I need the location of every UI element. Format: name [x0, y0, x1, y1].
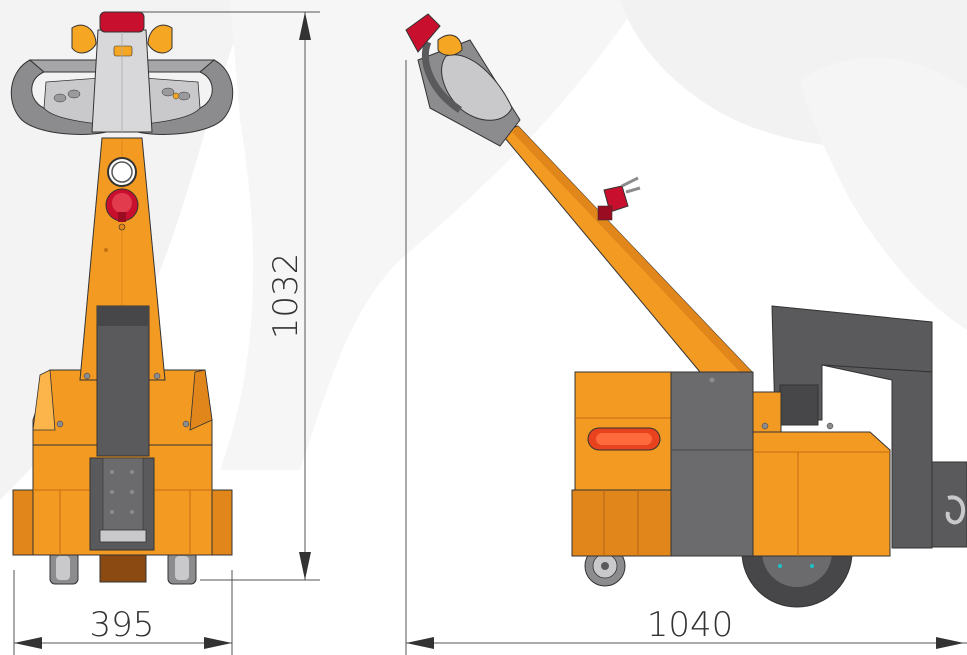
side-tiller-head: [405, 13, 521, 147]
front-mast: [96, 305, 150, 457]
front-bumper-right: [209, 489, 233, 556]
front-caster-right: [167, 551, 197, 585]
dimension-height-label: 1032: [266, 253, 306, 340]
front-drive-wheel: [99, 551, 147, 583]
front-view: [10, 11, 234, 585]
side-grey-panel: [670, 371, 754, 557]
dimension-arrows: [14, 12, 964, 649]
front-bumper-left: [12, 489, 36, 556]
dimension-lines: [13, 11, 967, 655]
dimension-length-label: 1040: [647, 605, 734, 645]
front-emergency-stop: [105, 188, 139, 222]
side-view: [405, 13, 967, 608]
front-caster-left: [49, 551, 79, 585]
side-motor-housing: [752, 431, 891, 557]
side-tow-column: [771, 305, 967, 549]
side-bumper: [571, 489, 675, 557]
side-drive-wheel: [741, 551, 853, 608]
dimension-width-label: 395: [90, 605, 155, 645]
front-tiller-head: [10, 11, 234, 135]
side-emergency-stop: [597, 176, 641, 221]
